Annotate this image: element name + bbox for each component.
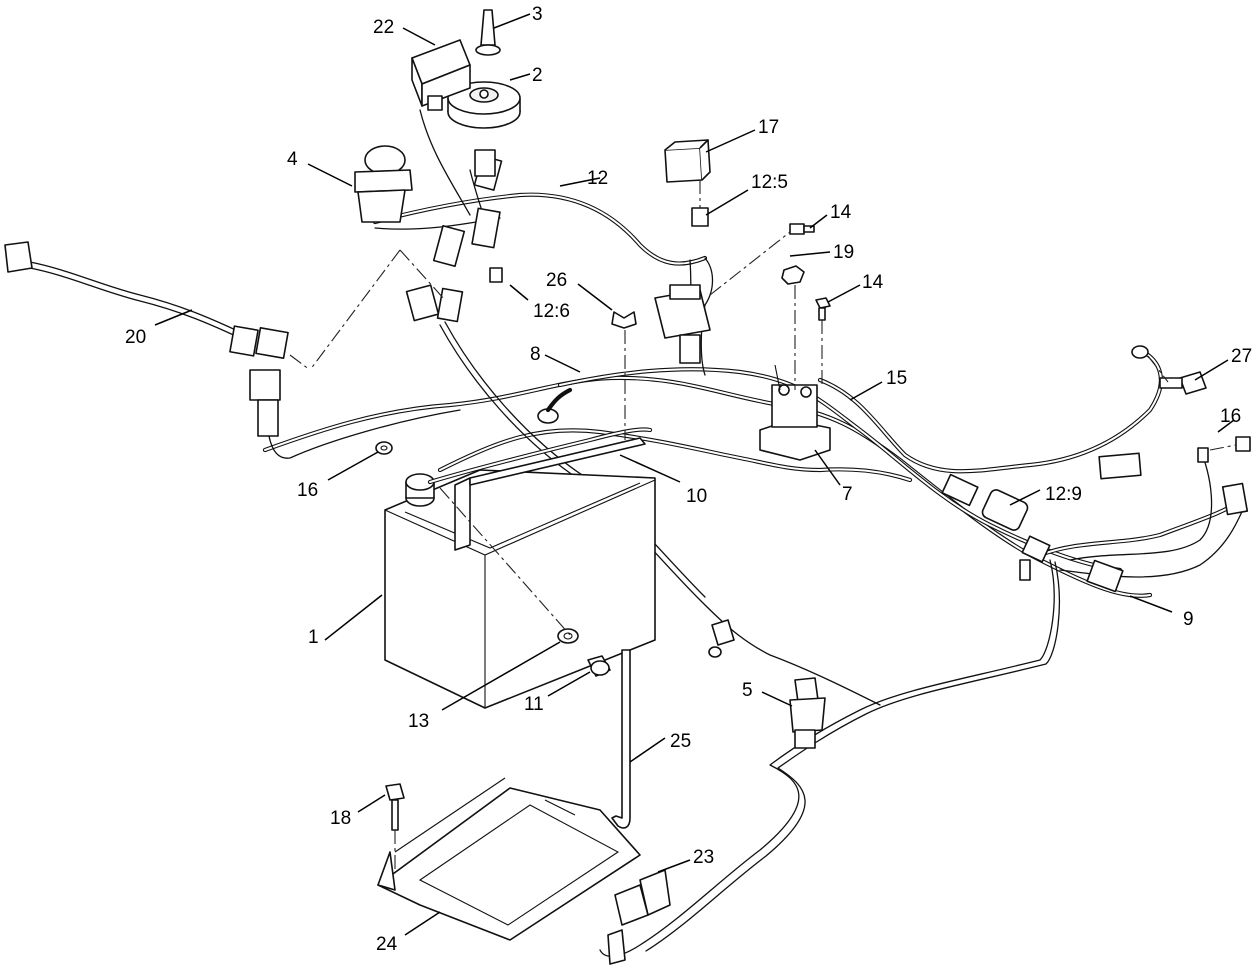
callout-12-9: 12:9 bbox=[1045, 484, 1082, 505]
callout-27: 27 bbox=[1231, 346, 1252, 367]
washer-13 bbox=[557, 628, 579, 644]
alignment-lines bbox=[289, 180, 1237, 870]
starter-solenoid bbox=[759, 364, 831, 461]
pto-switch bbox=[354, 145, 413, 223]
relay bbox=[664, 139, 711, 183]
callout-2: 2 bbox=[532, 65, 543, 86]
washer-16a bbox=[375, 441, 393, 455]
callout-24: 24 bbox=[376, 934, 398, 955]
callout-labels: 1 2 3 4 5 7 8 9 10 11 12 12:5 12:6 12:9 … bbox=[125, 4, 1252, 955]
ring-terminal bbox=[1131, 345, 1149, 359]
seat-switch bbox=[789, 677, 826, 749]
hold-down-rod bbox=[611, 649, 631, 829]
callout-11: 11 bbox=[524, 694, 544, 715]
bolt-14a bbox=[789, 223, 815, 235]
callout-12-5: 12:5 bbox=[751, 172, 788, 193]
connector-harness bbox=[4, 241, 289, 437]
connector-12c bbox=[474, 149, 496, 177]
connector-12e bbox=[436, 287, 464, 323]
connector-23 bbox=[607, 869, 671, 965]
callout-22: 22 bbox=[373, 17, 394, 38]
fuse-12-5 bbox=[691, 207, 709, 227]
callout-14-top: 14 bbox=[830, 202, 852, 223]
connector-12-9 bbox=[941, 473, 1029, 531]
connector-12a bbox=[432, 224, 466, 268]
leader-lines bbox=[154, 13, 1235, 936]
callout-14-lower: 14 bbox=[862, 272, 884, 293]
battery bbox=[384, 408, 656, 709]
callout-25: 25 bbox=[670, 731, 691, 752]
fuse-block bbox=[654, 284, 711, 364]
ignition-key bbox=[475, 9, 501, 56]
callout-10: 10 bbox=[686, 486, 707, 507]
callout-15: 15 bbox=[886, 368, 907, 389]
connector-harness-9 bbox=[1021, 535, 1051, 563]
callout-8: 8 bbox=[530, 344, 541, 365]
callout-3: 3 bbox=[532, 4, 543, 25]
callout-1: 1 bbox=[308, 627, 319, 648]
right-connectors bbox=[1086, 447, 1249, 593]
connector-12d bbox=[405, 284, 440, 322]
callout-18: 18 bbox=[330, 808, 351, 829]
connector-harness-9b bbox=[1019, 559, 1031, 581]
callout-12: 12 bbox=[587, 168, 608, 189]
callout-20: 20 bbox=[125, 327, 146, 348]
bolt-11 bbox=[587, 655, 611, 677]
callout-16-left: 16 bbox=[297, 480, 318, 501]
callout-9: 9 bbox=[1183, 609, 1194, 630]
hour-meter bbox=[411, 39, 471, 111]
fuse-12-6 bbox=[489, 267, 503, 283]
nut-19 bbox=[781, 265, 805, 285]
callout-5: 5 bbox=[742, 680, 753, 701]
ignition-switch bbox=[447, 81, 521, 191]
battery-tray bbox=[377, 777, 641, 941]
connector-12b bbox=[471, 207, 501, 249]
callout-16-right: 16 bbox=[1220, 406, 1241, 427]
bolt-18 bbox=[385, 783, 405, 831]
wing-nut bbox=[611, 311, 637, 329]
callout-23: 23 bbox=[693, 847, 714, 868]
sensor bbox=[708, 619, 735, 658]
bolt-16b bbox=[1235, 436, 1251, 452]
callout-12-6: 12:6 bbox=[533, 301, 570, 322]
callout-26: 26 bbox=[546, 270, 567, 291]
callout-13: 13 bbox=[408, 711, 429, 732]
callout-17: 17 bbox=[758, 117, 779, 138]
callout-7: 7 bbox=[842, 484, 853, 505]
callout-19: 19 bbox=[833, 242, 854, 263]
bolt-27 bbox=[1159, 371, 1207, 395]
callout-4: 4 bbox=[287, 149, 298, 170]
